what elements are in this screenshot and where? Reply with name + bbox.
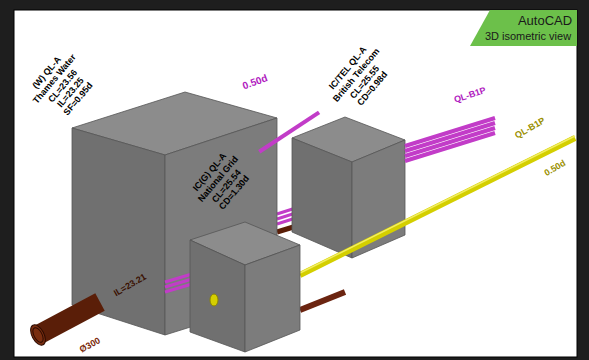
pipe-end xyxy=(28,322,49,347)
duct-connector xyxy=(259,112,319,151)
pipe-label: 0.50d xyxy=(241,72,269,92)
view-title: AutoCAD xyxy=(518,14,572,29)
chamber-face xyxy=(190,240,245,352)
chamber-face xyxy=(352,140,405,258)
telecom-ducts xyxy=(165,274,192,292)
pipe-label: QL-B1P xyxy=(513,115,547,140)
pipe-end xyxy=(31,326,46,344)
pipe-highlight xyxy=(300,136,575,273)
pipe-label: QL-B1P xyxy=(453,85,488,105)
telecom-ducts xyxy=(405,118,495,161)
chamber-annotation: IC/TEL QL-ABritish TelecomCL=25.55CD=0.9… xyxy=(319,36,401,121)
pipe-label: Ø300 xyxy=(78,335,102,354)
chamber-annotation: IC(G) QL-ANational GridCL=25.54CD=1.30d xyxy=(184,144,259,221)
gas-pipe xyxy=(300,292,345,310)
chamber-face xyxy=(292,138,352,258)
chamber-face xyxy=(245,245,300,352)
view-title: 3D isometric view xyxy=(485,30,571,43)
pipe-label: 0.50d xyxy=(542,158,567,178)
water-main xyxy=(38,302,100,335)
viewport-panel xyxy=(14,10,577,357)
title-tab xyxy=(470,10,577,46)
utility-note: (W) QL-AThames WaterCL=23.56IL=23.25SF=0… xyxy=(20,43,105,129)
pipe-label: IL=23.21 xyxy=(112,272,148,299)
pipe-end xyxy=(210,294,218,306)
yellow-pipe xyxy=(300,138,575,275)
